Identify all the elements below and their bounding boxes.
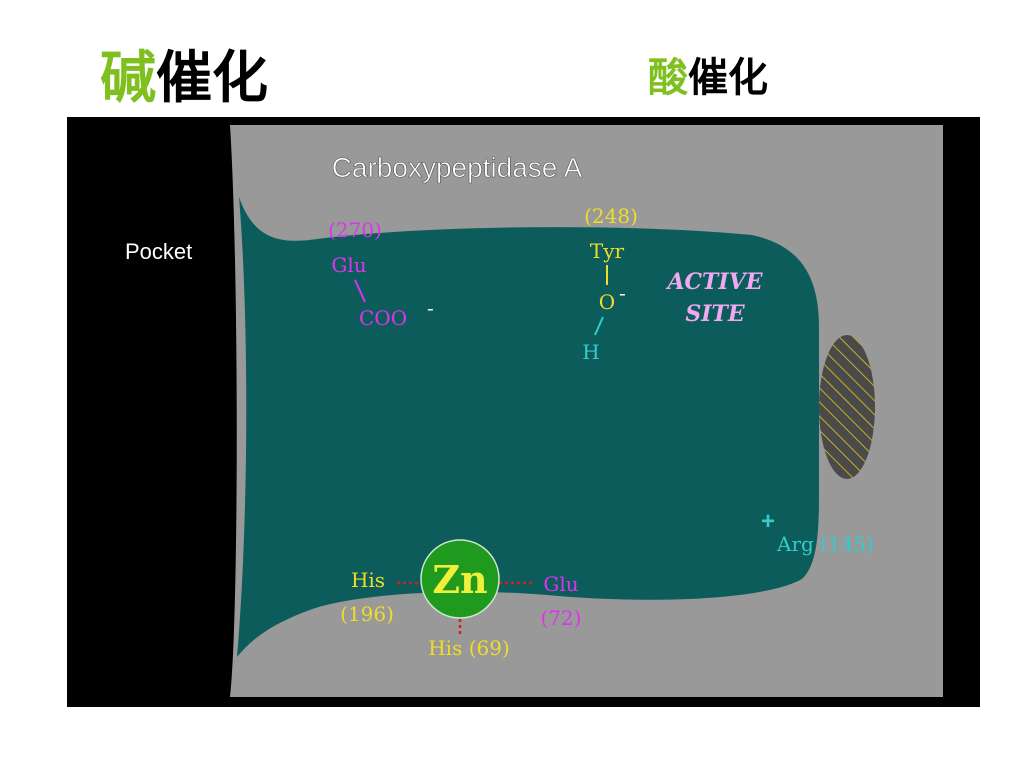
carboxypeptidase-diagram: Carboxypeptidase A Pocket ACTIVE SITE (2… — [67, 117, 980, 707]
base-catalysis-rest: 催化 — [156, 46, 268, 111]
tyr248-oxygen: O — [599, 290, 615, 314]
glu270-bond — [354, 279, 366, 303]
zinc-site: Zn His (196) Glu (72) His (69) — [340, 539, 582, 660]
tyr248-number: (248) — [584, 204, 638, 228]
arg145-residue: + Arg (145) — [761, 508, 874, 556]
base-catalysis-accent: 碱 — [100, 46, 156, 111]
glu270-charge: - — [427, 296, 434, 320]
active-site-line2: SITE — [685, 301, 746, 327]
glu270-number: (270) — [328, 218, 382, 242]
tyr248-oh-bond — [594, 316, 604, 336]
acid-catalysis-heading: 酸催化 — [648, 52, 768, 104]
tyr248-hydrogen: H — [582, 340, 599, 364]
pocket-label: Pocket — [125, 239, 192, 264]
acid-catalysis-accent: 酸 — [648, 55, 688, 101]
his69-label: His (69) — [428, 636, 510, 660]
arg145-label: Arg (145) — [776, 532, 874, 556]
his196-name: His — [351, 568, 385, 592]
enzyme-title: Carboxypeptidase A — [332, 152, 583, 183]
active-site-line1: ACTIVE — [665, 269, 763, 295]
tyr248-name: Tyr — [590, 239, 625, 263]
glu72-name: Glu — [543, 572, 578, 596]
binding-pocket — [237, 197, 819, 657]
base-catalysis-heading: 碱催化 — [100, 44, 268, 114]
glu270-group: COO — [359, 306, 407, 330]
glu72-number: (72) — [540, 606, 581, 630]
glu270-name: Glu — [331, 253, 366, 277]
acid-catalysis-rest: 催化 — [688, 55, 768, 101]
zinc-symbol: Zn — [432, 557, 487, 602]
tyr248-residue: (248) Tyr O - H — [582, 204, 638, 364]
glu270-residue: (270) Glu COO - — [328, 218, 434, 330]
tyr248-charge: - — [619, 281, 626, 305]
arg145-charge: + — [761, 508, 775, 535]
hatched-binding-region — [819, 335, 875, 479]
zinc-ion — [420, 539, 500, 619]
his196-number: (196) — [340, 602, 394, 626]
